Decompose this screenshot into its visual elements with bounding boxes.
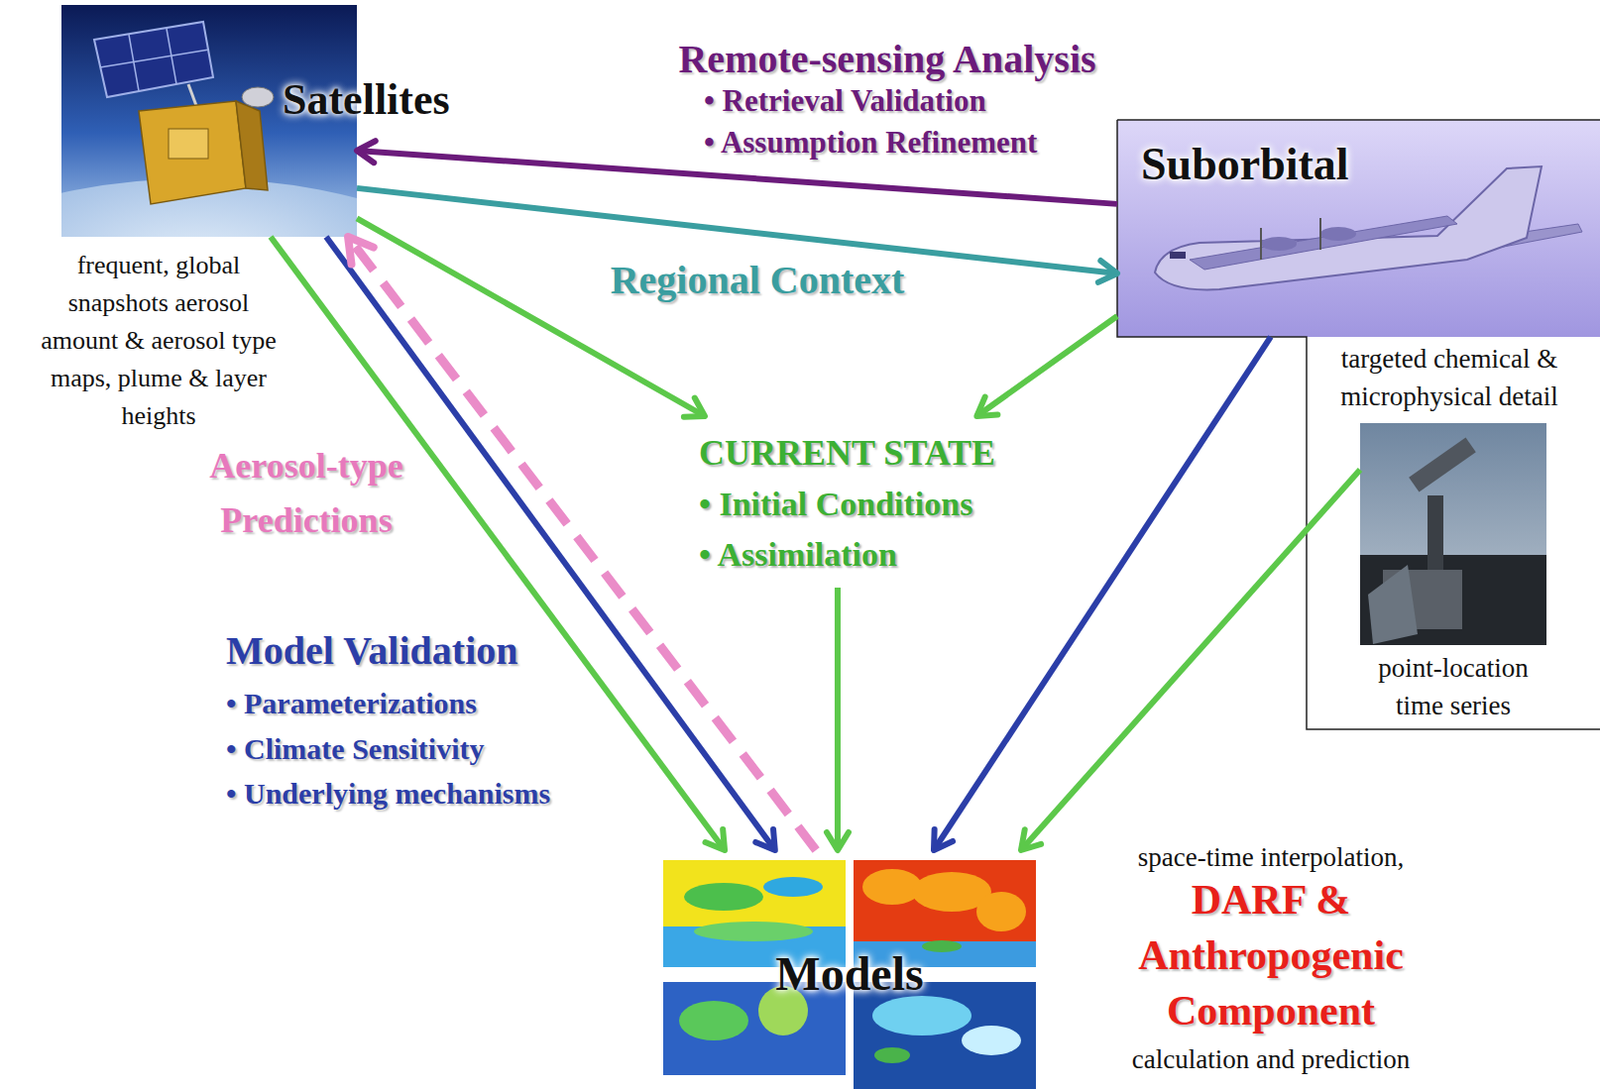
aircraft-engine bbox=[1260, 236, 1297, 251]
node-title: Suborbital bbox=[1141, 137, 1350, 192]
node-caption: frequent, global snapshots aerosol amoun… bbox=[29, 246, 288, 436]
satellite-instrument bbox=[168, 128, 209, 159]
map-region bbox=[684, 883, 764, 912]
panel-grid bbox=[100, 49, 210, 68]
bullet-item: • Assimilation bbox=[698, 529, 996, 580]
highlight-text: DARF & Anthropogenic Component bbox=[1082, 872, 1460, 1039]
connector-label: Remote-sensing Analysis bbox=[639, 35, 1136, 84]
map-region bbox=[862, 869, 922, 906]
satellite-dish bbox=[241, 87, 274, 108]
map-header bbox=[853, 850, 1036, 861]
bullet-item: • Initial Conditions bbox=[698, 478, 996, 530]
instrument-ground bbox=[1360, 555, 1547, 646]
aircraft-picture bbox=[1117, 119, 1600, 338]
instrument-panel: point-location time series bbox=[1360, 423, 1547, 646]
aircraft-propeller bbox=[1319, 218, 1322, 250]
map-region bbox=[961, 1026, 1022, 1056]
connector-arrow bbox=[356, 218, 705, 417]
map-region bbox=[679, 1001, 749, 1041]
note-text: space-time interpolation, bbox=[1082, 840, 1460, 875]
bullet-item: • Climate Sensitivity bbox=[226, 729, 623, 770]
map-region bbox=[874, 1047, 911, 1064]
node-title: Models bbox=[663, 947, 1036, 1002]
bullet-item: • Parameterizations bbox=[226, 684, 623, 724]
state-block: CURRENT STATE• Initial Conditions• Assim… bbox=[688, 416, 1006, 588]
connector-label: Aerosol-type Predictions bbox=[177, 439, 436, 549]
model-maps bbox=[663, 850, 1036, 1089]
bullet-item: • Retrieval Validation bbox=[703, 83, 1121, 119]
map-region bbox=[663, 1075, 846, 1089]
instrument-picture bbox=[1360, 423, 1547, 646]
connector-arrow bbox=[834, 587, 841, 851]
satellite-side bbox=[235, 101, 268, 191]
instrument-sky bbox=[1360, 423, 1547, 646]
connector-label: Model Validation bbox=[226, 627, 583, 676]
map-region bbox=[872, 996, 972, 1036]
instrument-tube bbox=[1408, 438, 1477, 493]
connector-arrow bbox=[976, 316, 1118, 417]
node-title: Satellites bbox=[282, 74, 451, 126]
node-caption: targeted chemical & microphysical detail bbox=[1310, 340, 1589, 416]
instrument-panel bbox=[1368, 565, 1418, 645]
map-region bbox=[976, 892, 1027, 932]
block-heading: CURRENT STATE bbox=[698, 428, 996, 479]
bullet-item: • Underlying mechanisms bbox=[226, 774, 623, 814]
map-region bbox=[693, 921, 813, 942]
models-panel: Models bbox=[663, 850, 1036, 1089]
note-text: calculation and prediction bbox=[1082, 1042, 1460, 1077]
aircraft-cockpit bbox=[1169, 251, 1186, 259]
satellite-body bbox=[138, 101, 246, 205]
aircraft-wing bbox=[1189, 216, 1458, 270]
connector-label: Regional Context bbox=[578, 256, 936, 305]
suborbital-panel: Suborbital targeted chemical & microphysi… bbox=[1117, 119, 1600, 730]
aircraft-background bbox=[1117, 119, 1600, 338]
satellite-picture bbox=[61, 4, 357, 237]
map-region bbox=[921, 940, 962, 953]
connector-arrow bbox=[933, 337, 1271, 851]
map-region bbox=[763, 877, 823, 898]
aircraft-propeller bbox=[1259, 228, 1262, 260]
map-header bbox=[663, 850, 846, 861]
connector-arrow bbox=[1021, 469, 1361, 851]
suborbital-outline bbox=[1117, 119, 1600, 730]
solar-panel bbox=[94, 21, 214, 98]
aircraft-engine bbox=[1320, 227, 1357, 241]
satellite-panel: Satellitesfrequent, global snapshots aer… bbox=[61, 4, 357, 237]
bullet-item: • Assumption Refinement bbox=[703, 124, 1121, 161]
node-caption: point-location time series bbox=[1354, 649, 1553, 725]
